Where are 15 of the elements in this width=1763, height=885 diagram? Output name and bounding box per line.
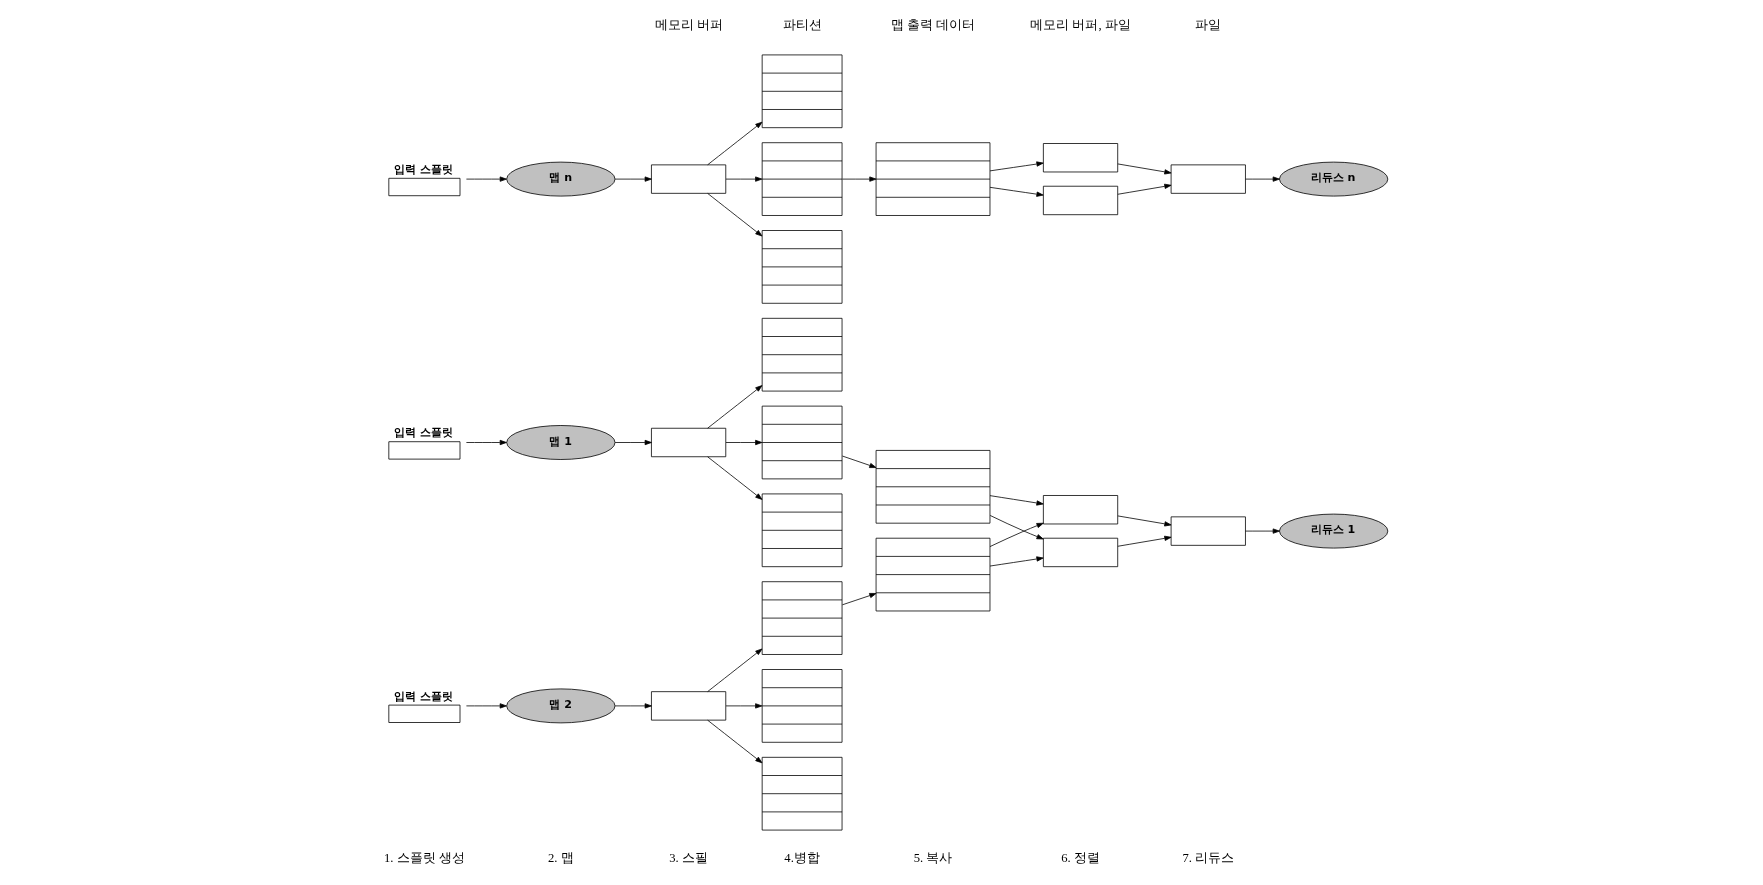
- label: 파일: [1194, 17, 1221, 32]
- node-label: 입력 스플릿: [393, 162, 453, 176]
- label: 5. 복사: [913, 851, 952, 866]
- label: 맵 출력 데이터: [890, 17, 975, 32]
- label: 4.병합: [783, 851, 820, 866]
- node-label: 입력 스플릿: [393, 426, 453, 440]
- label: 7. 리듀스: [1181, 851, 1234, 866]
- label: 1. 스플릿 생성: [383, 851, 465, 866]
- label: 메모리 버퍼: [654, 17, 723, 32]
- label: 6. 정렬: [1060, 851, 1100, 866]
- label: 메모리 버퍼, 파일: [1029, 17, 1131, 32]
- label: 파티션: [782, 17, 822, 32]
- label: 2. 맵: [547, 851, 574, 866]
- label: 3. 스필: [668, 851, 708, 866]
- node-label: 입력 스플릿: [393, 689, 453, 703]
